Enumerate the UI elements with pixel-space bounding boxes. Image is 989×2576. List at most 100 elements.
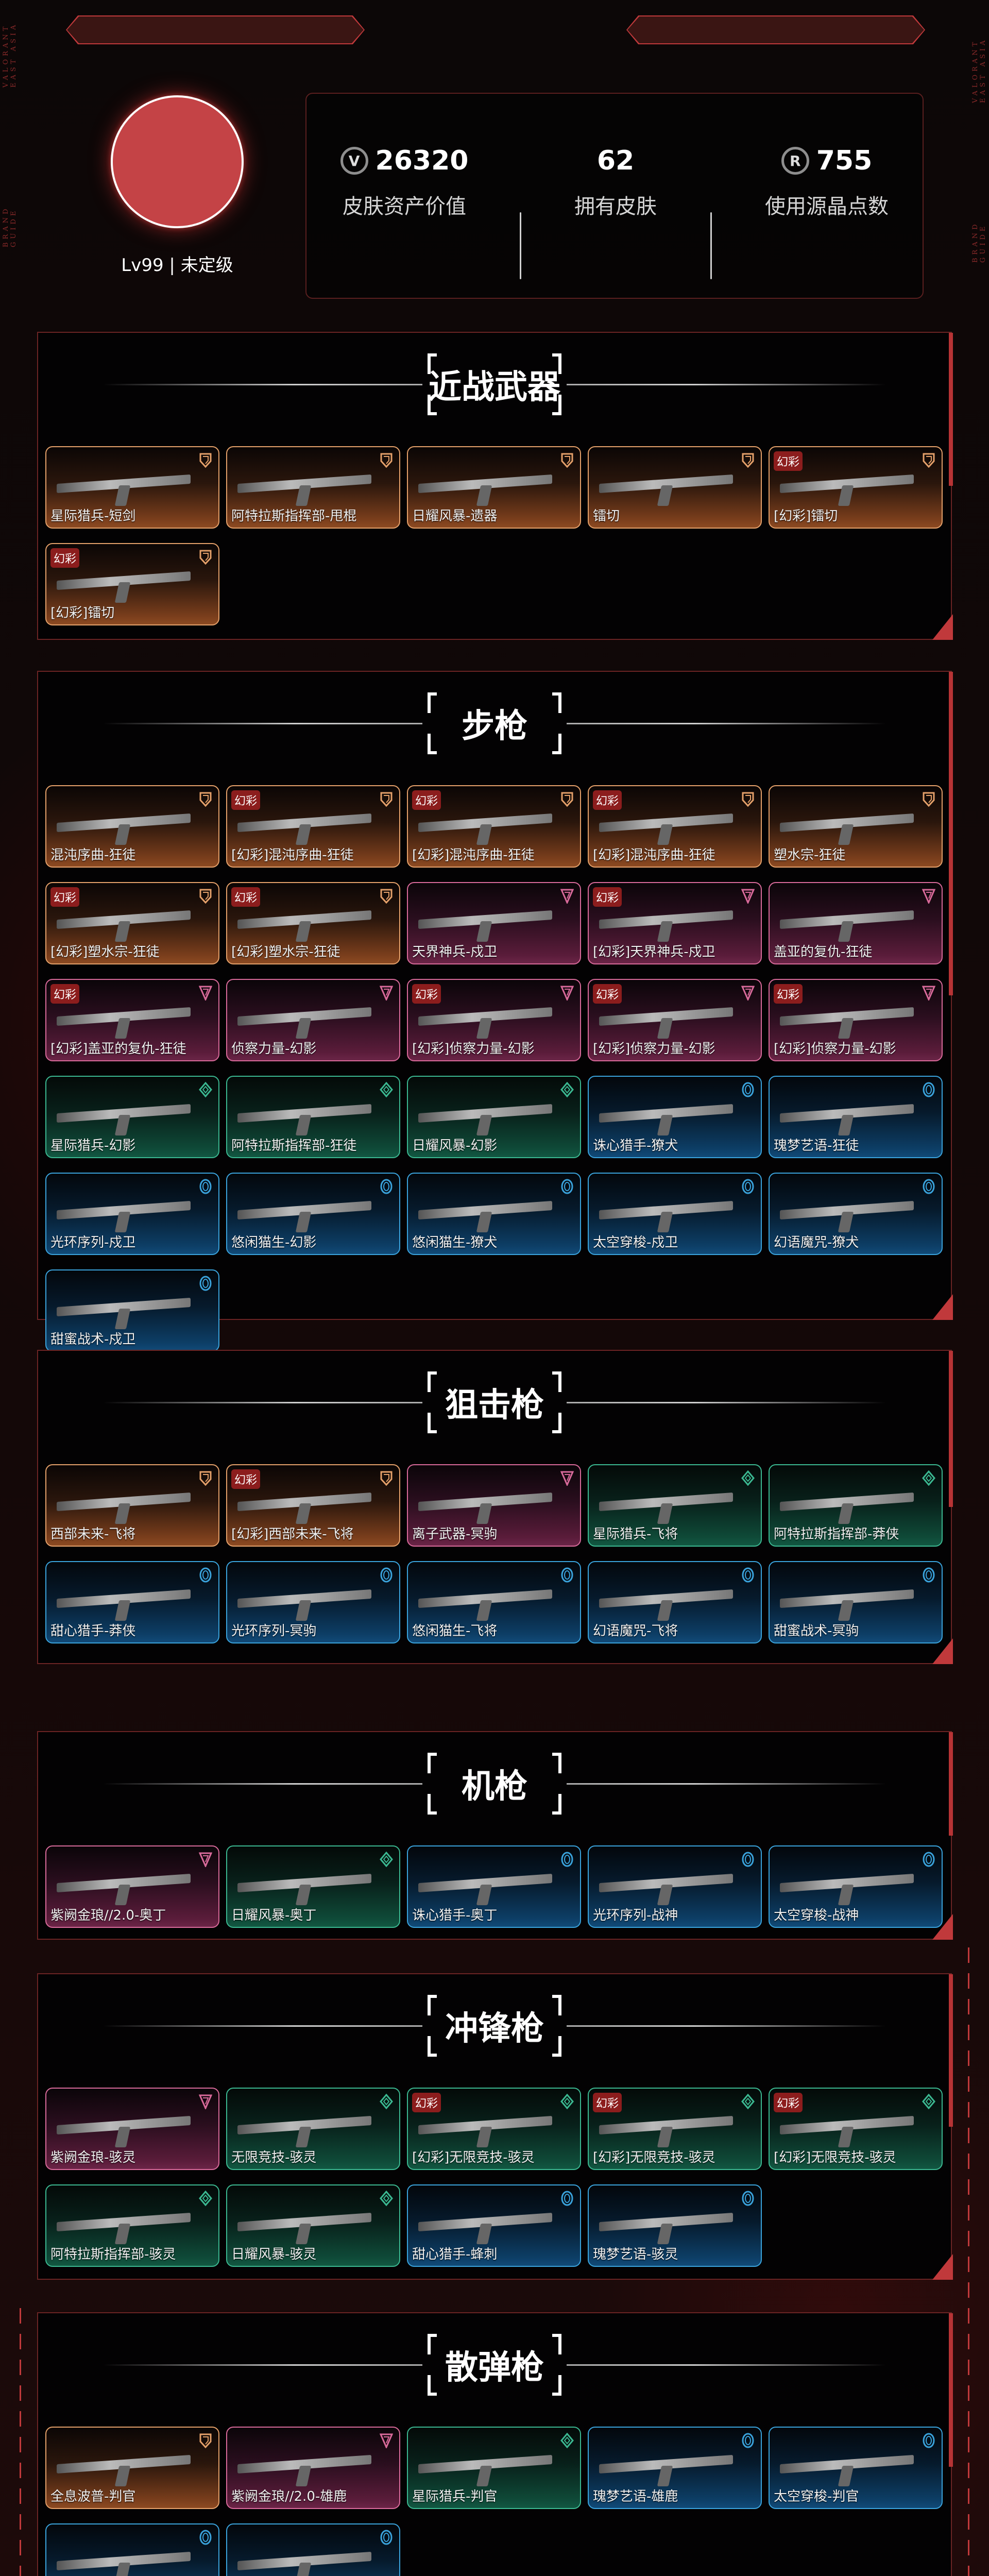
weapon-image [57, 805, 191, 842]
skin-card[interactable]: 紫阙金琅//2.0-奥丁 [45, 1845, 219, 1928]
skin-card[interactable]: 紫阙金琅//2.0-雄鹿 [226, 2427, 400, 2509]
skin-card[interactable]: 日耀风暴-奥丁 [226, 1845, 400, 1928]
skin-name: 光环序列-冥驹 [231, 1623, 317, 1639]
skin-card[interactable]: 日耀风暴-骇灵 [226, 2184, 400, 2267]
skin-name: [幻彩]侦察力量-幻影 [412, 1041, 535, 1057]
bracket-decoration [552, 2375, 561, 2396]
skin-card[interactable]: 阿特拉斯指挥部-骇灵 [45, 2184, 219, 2267]
skin-card[interactable]: 阿特拉斯指挥部-狂徒 [226, 1076, 400, 1158]
skin-card[interactable]: 星际猎兵-判官 [407, 2427, 581, 2509]
skin-card[interactable]: 阿特拉斯指挥部-甩棍 [226, 446, 400, 529]
skin-card[interactable]: 太空穿梭-判官 [769, 2427, 943, 2509]
skin-card[interactable]: 甜蜜战术-戍卫 [45, 1269, 219, 1352]
skin-grid: 紫阙金琅-骇灵无限竞技-骇灵幻彩[幻彩]无限竞技-骇灵幻彩[幻彩]无限竞技-骇灵… [45, 2088, 943, 2267]
header-line-right [567, 1401, 886, 1403]
skin-name: 阿特拉斯指挥部-甩棍 [231, 509, 357, 524]
skin-card[interactable]: 甜心猎手-莽侠 [45, 1561, 219, 1643]
skin-name: [幻彩]镭切 [50, 605, 115, 621]
skin-card[interactable]: 紫阙金琅-骇灵 [45, 2088, 219, 2170]
skin-card[interactable]: 悠闲猫生-幻影 [226, 1173, 400, 1255]
skin-card[interactable]: 盖亚的复仇-狂徒 [769, 882, 943, 964]
skin-card[interactable]: 塑水宗-狂徒 [769, 785, 943, 868]
skin-card[interactable]: 幻语魔咒-獠犬 [769, 1173, 943, 1255]
skin-card[interactable]: 诛心猎手-奥丁 [407, 1845, 581, 1928]
skin-card[interactable]: 瑰梦艺语-骇灵 [588, 2184, 762, 2267]
section-title-box: 近战武器 [422, 353, 567, 415]
premium-tier-icon [560, 889, 574, 904]
skin-card[interactable]: 太空穿梭-戍卫 [588, 1173, 762, 1255]
bracket-decoration [428, 1753, 437, 1773]
skin-card[interactable]: 幻彩[幻彩]混沌序曲-狂徒 [407, 785, 581, 868]
header-line-right [567, 2025, 886, 2027]
skin-card[interactable]: 太空穿梭-战神 [769, 1845, 943, 1928]
skin-card[interactable]: 日耀风暴-幻影 [407, 1076, 581, 1158]
skin-card[interactable]: 幻彩[幻彩]无限竞技-骇灵 [769, 2088, 943, 2170]
top-banner-right-fill [627, 16, 924, 44]
skin-card[interactable]: 幻彩[幻彩]侦察力量-幻影 [407, 979, 581, 1061]
weapon-image [57, 1581, 191, 1618]
variant-badge: 幻彩 [593, 887, 622, 907]
skin-card[interactable]: 甜蜜战术-冥驹 [769, 1561, 943, 1643]
exclusive-tier-icon [923, 453, 935, 468]
skin-grid: 星际猎兵-短剑阿特拉斯指挥部-甩棍日耀风暴-遗器镭切幻彩[幻彩]镭切幻彩[幻彩]… [45, 446, 943, 625]
radianite-points-icon: R [781, 147, 809, 175]
skin-card[interactable]: 离子武器-冥驹 [407, 1464, 581, 1547]
skin-card[interactable]: 幻语魔咒-雄鹿 [45, 2523, 219, 2576]
skin-name: 星际猎兵-幻影 [50, 1138, 136, 1154]
skin-card[interactable]: 甜蜜战术-判官 [226, 2523, 400, 2576]
skin-card[interactable]: 诛心猎手-獠犬 [588, 1076, 762, 1158]
skin-card[interactable]: 悠闲猫生-飞将 [407, 1561, 581, 1643]
select-tier-icon [380, 1179, 393, 1194]
skin-name: 紫阙金琅//2.0-雄鹿 [231, 2489, 347, 2504]
skin-card[interactable]: 幻彩[幻彩]塑水宗-狂徒 [226, 882, 400, 964]
skin-card[interactable]: 光环序列-戍卫 [45, 1173, 219, 1255]
section-title: 步枪 [462, 707, 527, 745]
skin-card[interactable]: 幻彩[幻彩]混沌序曲-狂徒 [588, 785, 762, 868]
skin-card[interactable]: 镭切 [588, 446, 762, 529]
skin-name: 幻语魔咒-飞将 [593, 1623, 678, 1639]
header-line-left [103, 1783, 422, 1785]
skin-card[interactable]: 幻彩[幻彩]塑水宗-狂徒 [45, 882, 219, 964]
skin-card[interactable]: 瑰梦艺语-雄鹿 [588, 2427, 762, 2509]
weapon-image [237, 1484, 371, 1521]
skin-card[interactable]: 天界神兵-戍卫 [407, 882, 581, 964]
skin-card[interactable]: 星际猎兵-幻影 [45, 1076, 219, 1158]
skin-card[interactable]: 甜心猎手-蜂刺 [407, 2184, 581, 2267]
skin-card[interactable]: 幻彩[幻彩]盖亚的复仇-狂徒 [45, 979, 219, 1061]
skin-card[interactable]: 悠闲猫生-獠犬 [407, 1173, 581, 1255]
skin-card[interactable]: 星际猎兵-飞将 [588, 1464, 762, 1547]
skin-card[interactable]: 全息波普-判官 [45, 2427, 219, 2509]
select-tier-icon [742, 2191, 754, 2206]
weapon-image [780, 1192, 914, 1229]
skin-card[interactable]: 幻彩[幻彩]混沌序曲-狂徒 [226, 785, 400, 868]
skin-card[interactable]: 无限竞技-骇灵 [226, 2088, 400, 2170]
skin-card[interactable]: 幻彩[幻彩]侦察力量-幻影 [769, 979, 943, 1061]
skin-card[interactable]: 幻彩[幻彩]侦察力量-幻影 [588, 979, 762, 1061]
avatar[interactable] [111, 95, 244, 228]
skin-card[interactable]: 光环序列-战神 [588, 1845, 762, 1928]
skin-card[interactable]: 混沌序曲-狂徒 [45, 785, 219, 868]
skin-card[interactable]: 日耀风暴-遗器 [407, 446, 581, 529]
stat-asset-value: V 26320 皮肤资产价值 [337, 145, 471, 219]
weapon-image [418, 1192, 552, 1229]
skin-card[interactable]: 光环序列-冥驹 [226, 1561, 400, 1643]
skin-card[interactable]: 幻彩[幻彩]无限竞技-骇灵 [407, 2088, 581, 2170]
weapon-image [237, 1865, 371, 1902]
skin-card[interactable]: 幻彩[幻彩]天界神兵-戍卫 [588, 882, 762, 964]
skin-card[interactable]: 幻语魔咒-飞将 [588, 1561, 762, 1643]
skin-card[interactable]: 星际猎兵-短剑 [45, 446, 219, 529]
skin-card[interactable]: 幻彩[幻彩]西部未来-飞将 [226, 1464, 400, 1547]
skin-card[interactable]: 侦察力量-幻影 [226, 979, 400, 1061]
skin-card[interactable]: 幻彩[幻彩]镭切 [45, 543, 219, 625]
skin-card[interactable]: 瑰梦艺语-狂徒 [769, 1076, 943, 1158]
deluxe-tier-icon [380, 1082, 393, 1097]
skin-card[interactable]: 幻彩[幻彩]无限竞技-骇灵 [588, 2088, 762, 2170]
skin-card[interactable]: 西部未来-飞将 [45, 1464, 219, 1547]
skin-card[interactable]: 阿特拉斯指挥部-莽侠 [769, 1464, 943, 1547]
skin-card[interactable]: 幻彩[幻彩]镭切 [769, 446, 943, 529]
deluxe-tier-icon [380, 2094, 393, 2109]
premium-tier-icon [922, 889, 935, 904]
skin-grid: 西部未来-飞将幻彩[幻彩]西部未来-飞将离子武器-冥驹星际猎兵-飞将阿特拉斯指挥… [45, 1464, 943, 1643]
skin-name: 甜蜜战术-冥驹 [774, 1623, 859, 1639]
weapon-image [418, 2446, 552, 2483]
